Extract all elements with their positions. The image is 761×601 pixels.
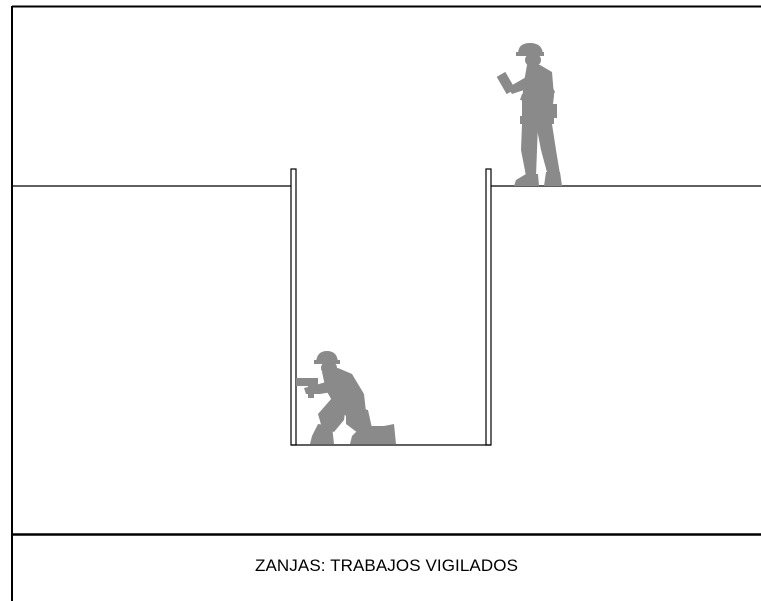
standing-worker-icon	[496, 43, 562, 186]
kneeling-worker-icon	[296, 351, 396, 444]
trench-shoring-left	[290, 168, 297, 446]
diagram-caption: ZANJAS: TRABAJOS VIGILADOS	[254, 556, 519, 575]
trench-shoring-right	[485, 168, 492, 446]
